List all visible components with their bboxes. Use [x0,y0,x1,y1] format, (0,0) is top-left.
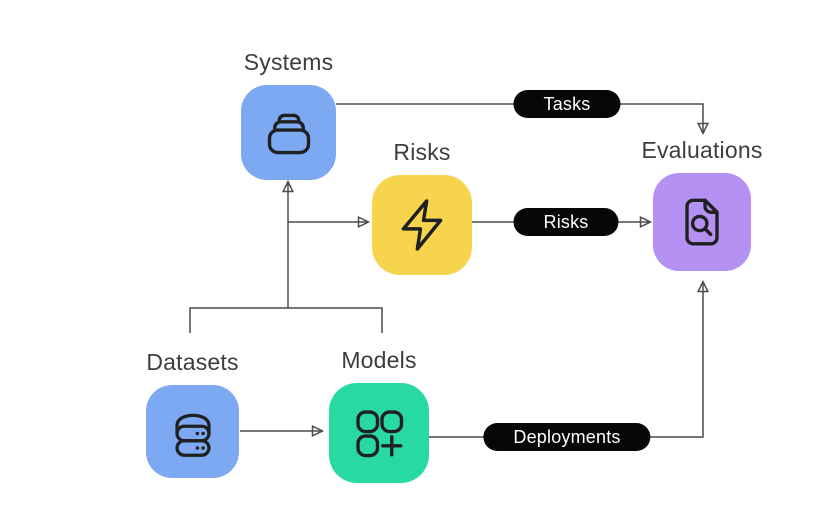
file-search-icon [672,192,732,252]
database-icon [164,403,222,461]
node-risks: Risks [372,139,472,275]
node-label-risks: Risks [393,139,451,165]
node-systems: Systems [241,49,336,180]
node-label-evaluations: Evaluations [641,137,763,163]
edge-pill-deployments-label: Deployments [513,426,621,447]
node-models: Models [329,347,429,483]
evaluations-icon-box [653,173,751,271]
node-label-models: Models [341,347,417,373]
edge-pill-tasks: Tasks [513,90,621,118]
edge-models-evaluations [429,282,703,438]
edge-bracket-datasets-models [189,307,383,333]
edge-pill-risks: Risks [513,208,619,236]
lightning-icon [391,194,453,256]
node-evaluations: Evaluations [641,137,762,271]
datasets-icon-box [146,385,239,478]
systems-icon-box [241,85,336,180]
models-icon-box [329,383,429,483]
node-label-datasets: Datasets [146,349,239,375]
archive-stack-icon [259,103,319,163]
edge-pill-deployments: Deployments [483,423,651,451]
risks-icon-box [372,175,472,275]
node-label-systems: Systems [243,49,334,75]
node-datasets: Datasets [146,349,239,478]
edge-systems-evaluations [336,103,703,133]
edge-pill-tasks-label: Tasks [543,93,591,114]
apps-plus-icon [349,403,409,463]
edge-pill-risks-label: Risks [543,211,589,232]
